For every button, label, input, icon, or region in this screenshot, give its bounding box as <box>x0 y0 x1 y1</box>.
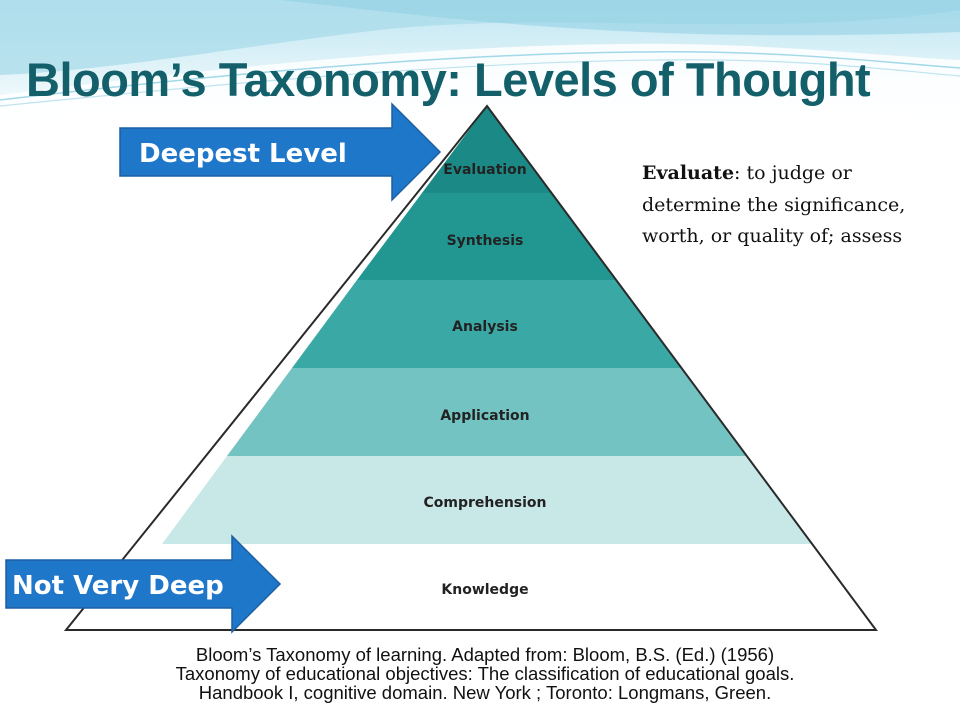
deepest-level-arrow: Deepest Level <box>119 102 442 202</box>
level-label-synthesis: Synthesis <box>447 233 524 249</box>
not-very-deep-arrow: Not Very Deep <box>5 534 282 634</box>
level-band-synthesis <box>357 193 617 280</box>
evaluate-definition: Evaluate: to judge or determine the sign… <box>642 158 912 253</box>
not-very-deep-label: Not Very Deep <box>12 571 224 601</box>
deepest-level-arrow-shape <box>119 102 442 202</box>
level-band-comprehension <box>162 456 812 544</box>
definition-term: Evaluate <box>642 162 735 184</box>
level-label-evaluation: Evaluation <box>443 162 526 178</box>
level-band-evaluation <box>422 106 552 193</box>
citation-line-2: Taxonomy of educational objectives: The … <box>175 663 795 684</box>
citation-line-1: Bloom’s Taxonomy of learning. Adapted fr… <box>195 644 775 665</box>
not-very-deep-arrow-shape <box>5 534 282 634</box>
level-label-knowledge: Knowledge <box>441 582 528 598</box>
slide-title: Bloom’s Taxonomy: Levels of Thought <box>26 53 871 106</box>
level-band-application <box>227 368 747 456</box>
pyramid-outline <box>63 104 878 631</box>
pyramid-level-labels: Evaluation Synthesis Analysis Applicatio… <box>423 162 546 598</box>
deepest-level-label: Deepest Level <box>139 139 347 169</box>
level-band-knowledge <box>66 544 876 630</box>
citation: Bloom’s Taxonomy of learning. Adapted fr… <box>70 645 900 702</box>
definition-text: : to judge or determine the significance… <box>642 162 906 247</box>
citation-line-3: Handbook I, cognitive domain. New York ;… <box>198 682 772 703</box>
pyramid-levels <box>63 104 878 631</box>
level-band-analysis <box>292 280 682 368</box>
level-label-analysis: Analysis <box>452 319 518 335</box>
level-label-application: Application <box>440 408 529 424</box>
level-label-comprehension: Comprehension <box>423 495 546 511</box>
